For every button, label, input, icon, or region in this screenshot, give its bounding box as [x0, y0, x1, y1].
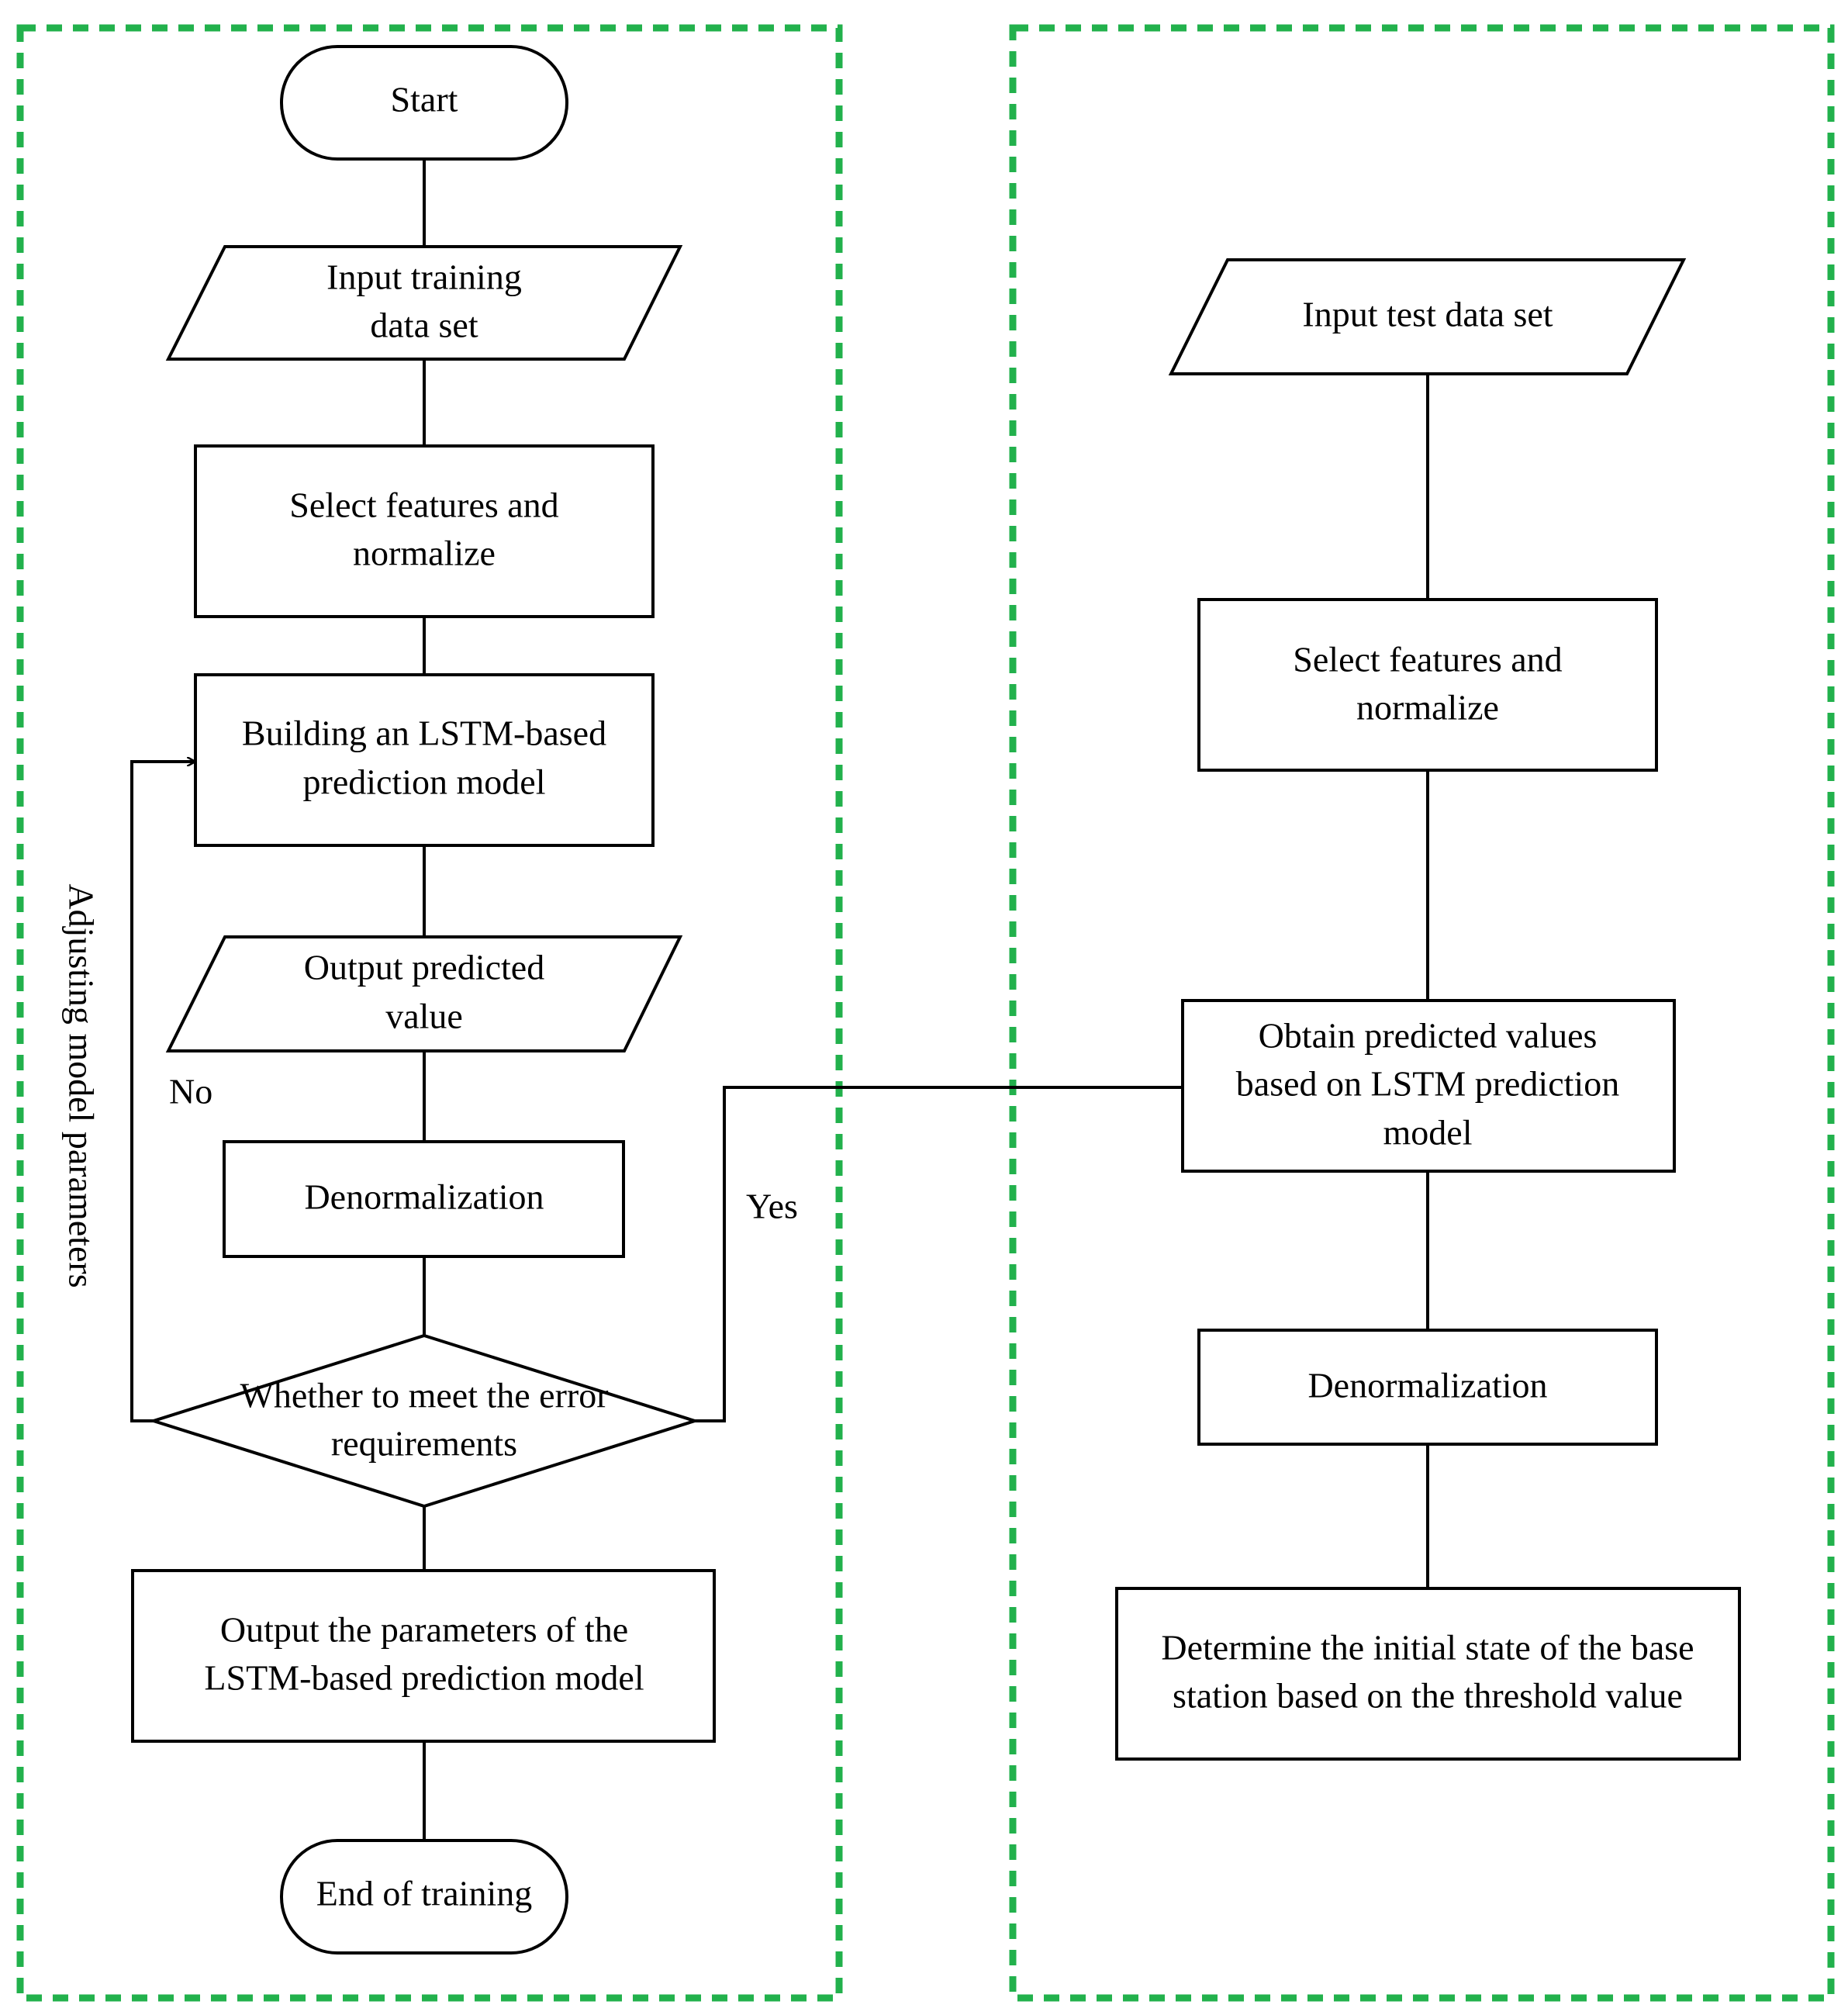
determine-state-line-2: station based on the threshold value: [1173, 1676, 1683, 1716]
obtain-predicted-line-2: based on LSTM prediction: [1236, 1064, 1619, 1104]
error-decision-line-2: requirements: [331, 1424, 517, 1464]
yes-connector: [695, 1086, 1183, 1422]
start-label: Start: [391, 80, 458, 119]
select-features-train-line-2: normalize: [353, 534, 496, 573]
end-label: End of training: [316, 1874, 533, 1913]
input-training-line-2: data set: [370, 306, 478, 345]
yes-label: Yes: [746, 1187, 798, 1226]
denormalization-test-node: Denormalization: [1197, 1329, 1658, 1446]
output-parameters-line-1: Output the parameters of the: [220, 1610, 628, 1650]
denormalization-train-label: Denormalization: [304, 1177, 544, 1217]
testing-panel-frame: [1009, 24, 1835, 2002]
determine-state-line-1: Determine the initial state of the base: [1161, 1628, 1694, 1668]
build-model-line-1: Building an LSTM-based: [242, 714, 606, 753]
no-loop-arrow: [130, 762, 195, 1422]
error-decision-line-1: Whether to meet the error: [240, 1376, 608, 1415]
select-features-train-line-1: Select features and: [289, 486, 558, 525]
denormalization-train-node: Denormalization: [223, 1140, 625, 1258]
no-label: No: [169, 1072, 212, 1111]
input-test-label: Input test data set: [1302, 295, 1553, 334]
select-features-test-line-2: normalize: [1356, 688, 1499, 728]
output-parameters-line-2: LSTM-based prediction model: [204, 1658, 644, 1698]
output-parameters-node: Output the parameters of the LSTM-based …: [131, 1569, 716, 1743]
denormalization-test-label: Denormalization: [1307, 1366, 1547, 1405]
input-training-node: Input training data set: [165, 245, 683, 361]
determine-state-node: Determine the initial state of the base …: [1115, 1587, 1741, 1761]
end-terminator: End of training: [280, 1839, 568, 1955]
build-model-node: Building an LSTM-based prediction model: [194, 673, 655, 847]
select-features-train-node: Select features and normalize: [194, 444, 655, 618]
build-model-line-2: prediction model: [303, 762, 546, 802]
adjusting-parameters-label: Adjusting model parameters: [61, 883, 101, 1287]
output-predicted-line-2: value: [385, 997, 463, 1036]
obtain-predicted-line-1: Obtain predicted values: [1259, 1016, 1598, 1056]
obtain-predicted-line-3: model: [1383, 1113, 1473, 1153]
select-features-test-node: Select features and normalize: [1197, 598, 1658, 772]
input-test-node: Input test data set: [1168, 258, 1687, 375]
error-decision-node: Whether to meet the error requirements: [148, 1333, 700, 1509]
input-training-line-1: Input training: [326, 257, 522, 297]
obtain-predicted-node: Obtain predicted values based on LSTM pr…: [1181, 999, 1676, 1173]
start-terminator: Start: [280, 45, 568, 161]
output-predicted-node: Output predicted value: [165, 935, 683, 1052]
training-panel-frame: [16, 24, 843, 2002]
select-features-test-line-1: Select features and: [1293, 640, 1562, 679]
output-predicted-line-1: Output predicted: [304, 948, 544, 987]
